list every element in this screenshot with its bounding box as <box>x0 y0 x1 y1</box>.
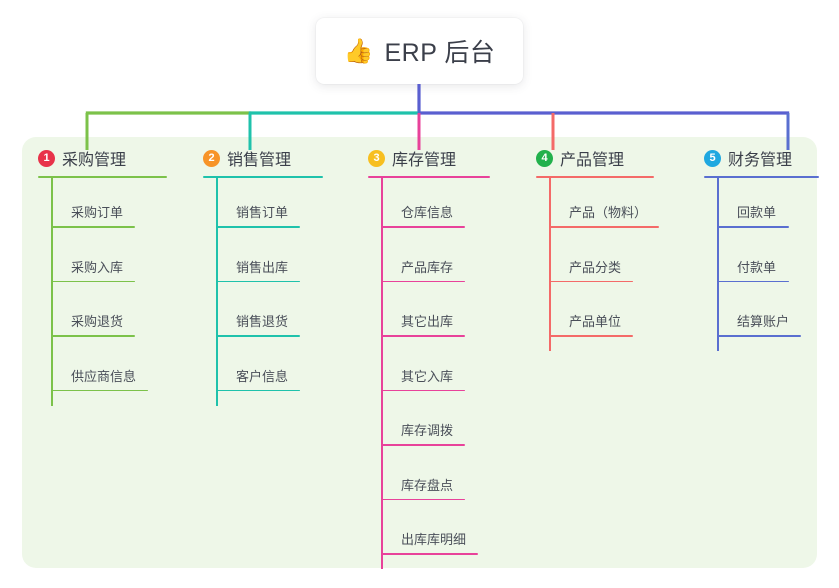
branch-header-4[interactable]: 4 产品管理 <box>536 146 624 170</box>
branch-columns: 1 采购管理采购订单采购入库采购退货供应商信息 2 销售管理销售订单销售出库销售退货客… <box>22 137 819 569</box>
branch-column-2: 2 销售管理销售订单销售出库销售退货客户信息 <box>187 137 352 568</box>
branch-badge-4: 4 <box>536 149 553 167</box>
branch-header-3[interactable]: 3 库存管理 <box>368 146 456 170</box>
branch-title-4: 产品管理 <box>560 152 625 169</box>
leaf-rule <box>51 389 148 392</box>
leaf-label: 结算账户 <box>737 314 790 329</box>
leaf-rule <box>549 226 659 228</box>
leaf-label: 仓库信息 <box>401 205 454 220</box>
branch-spine-4 <box>549 178 551 351</box>
branch-header-1[interactable]: 1 采购管理 <box>38 146 126 170</box>
leaf-label: 产品库存 <box>401 259 454 275</box>
leaf-rule <box>549 280 633 283</box>
leaf-label: 销售出库 <box>236 259 289 275</box>
leaf-label: 销售退货 <box>236 314 289 329</box>
leaf-item[interactable]: 付款单 <box>717 257 789 283</box>
branch-rule-1 <box>38 176 167 178</box>
branch-rule-3 <box>368 176 490 178</box>
leaf-label: 销售订单 <box>236 205 289 220</box>
leaf-rule <box>216 280 300 283</box>
branch-rule-2 <box>203 176 323 178</box>
leaf-label: 产品分类 <box>569 259 622 275</box>
leaf-rule <box>216 389 300 392</box>
leaf-item[interactable]: 销售出库 <box>216 257 300 283</box>
leaf-rule <box>216 226 300 228</box>
root-node-title: ERP 后台 <box>384 39 496 67</box>
leaf-label: 采购入库 <box>71 259 124 275</box>
leaf-rule <box>381 444 465 446</box>
branch-title-2: 销售管理 <box>227 152 292 169</box>
branch-badge-5: 5 <box>704 149 721 167</box>
branch-column-5: 5 财务管理回款单付款单结算账户 <box>688 137 819 568</box>
leaf-item[interactable]: 库存调拨 <box>381 420 465 446</box>
branch-badge-1: 1 <box>38 149 55 167</box>
leaf-label: 其它出库 <box>401 314 454 329</box>
leaf-label: 其它入库 <box>401 368 454 384</box>
branch-header-2[interactable]: 2 销售管理 <box>203 146 291 170</box>
branch-header-5[interactable]: 5 财务管理 <box>704 146 792 170</box>
branch-spine-1 <box>51 178 53 406</box>
branch-badge-3: 3 <box>368 149 385 167</box>
leaf-label: 客户信息 <box>236 368 289 384</box>
leaf-item[interactable]: 销售退货 <box>216 311 300 337</box>
leaf-item[interactable]: 仓库信息 <box>381 202 465 228</box>
leaf-rule <box>381 280 465 283</box>
leaf-label: 库存盘点 <box>401 477 454 493</box>
branches-panel <box>22 137 817 568</box>
leaf-rule <box>717 280 789 283</box>
branch-title-3: 库存管理 <box>392 152 457 169</box>
leaf-label: 出库库明细 <box>401 532 467 547</box>
leaf-item[interactable]: 出库库明细 <box>381 529 478 555</box>
leaf-item[interactable]: 采购退货 <box>51 311 135 337</box>
leaf-label: 供应商信息 <box>71 368 137 384</box>
leaf-rule <box>381 389 465 392</box>
leaf-rule <box>51 335 135 337</box>
leaf-rule <box>381 335 465 337</box>
leaf-item[interactable]: 其它入库 <box>381 366 465 392</box>
leaf-item[interactable]: 其它出库 <box>381 311 465 337</box>
leaf-rule <box>51 280 135 283</box>
leaf-item[interactable]: 供应商信息 <box>51 366 148 392</box>
branch-title-1: 采购管理 <box>62 152 127 169</box>
leaf-item[interactable]: 客户信息 <box>216 366 300 392</box>
leaf-rule <box>381 226 465 228</box>
leaf-item[interactable]: 采购订单 <box>51 202 135 228</box>
branch-column-4: 4 产品管理产品（物料） 产品分类产品单位 <box>520 137 688 568</box>
branch-rule-4 <box>536 176 654 178</box>
branch-spine-5 <box>717 178 719 351</box>
leaf-item[interactable]: 产品分类 <box>549 257 633 283</box>
leaf-rule <box>381 553 478 555</box>
leaf-rule <box>549 335 633 337</box>
leaf-item[interactable]: 采购入库 <box>51 257 135 283</box>
root-node-content: 👍 ERP 后台 <box>344 33 496 69</box>
leaf-item[interactable]: 产品库存 <box>381 257 465 283</box>
leaf-rule <box>381 498 465 501</box>
leaf-label: 产品单位 <box>569 314 622 329</box>
root-node-erp-backend[interactable]: 👍 ERP 后台 <box>316 18 523 84</box>
leaf-item[interactable]: 结算账户 <box>717 311 801 337</box>
leaf-label: 回款单 <box>737 205 777 220</box>
leaf-item[interactable]: 产品单位 <box>549 311 633 337</box>
leaf-rule <box>51 226 135 228</box>
branch-title-5: 财务管理 <box>728 152 793 169</box>
leaf-label: 产品（物料） <box>569 205 648 220</box>
branch-column-3: 3 库存管理仓库信息产品库存其它出库其它入库库存调拨库存盘点出库库明细 <box>352 137 520 569</box>
leaf-label: 采购订单 <box>71 205 124 220</box>
leaf-rule <box>216 335 300 337</box>
leaf-label: 付款单 <box>737 259 777 275</box>
leaf-rule <box>717 226 789 228</box>
branch-rule-5 <box>704 176 819 178</box>
thumbs-up-icon: 👍 <box>343 38 374 65</box>
leaf-item[interactable]: 回款单 <box>717 202 789 228</box>
branch-badge-2: 2 <box>203 149 220 167</box>
branch-spine-3 <box>381 178 383 569</box>
branch-spine-2 <box>216 178 218 406</box>
leaf-rule <box>717 335 801 337</box>
leaf-item[interactable]: 销售订单 <box>216 202 300 228</box>
branch-column-1: 1 采购管理采购订单采购入库采购退货供应商信息 <box>22 137 187 568</box>
leaf-item[interactable]: 产品（物料） <box>549 202 659 228</box>
leaf-label: 采购退货 <box>71 314 124 329</box>
leaf-label: 库存调拨 <box>401 423 454 438</box>
leaf-item[interactable]: 库存盘点 <box>381 475 465 501</box>
